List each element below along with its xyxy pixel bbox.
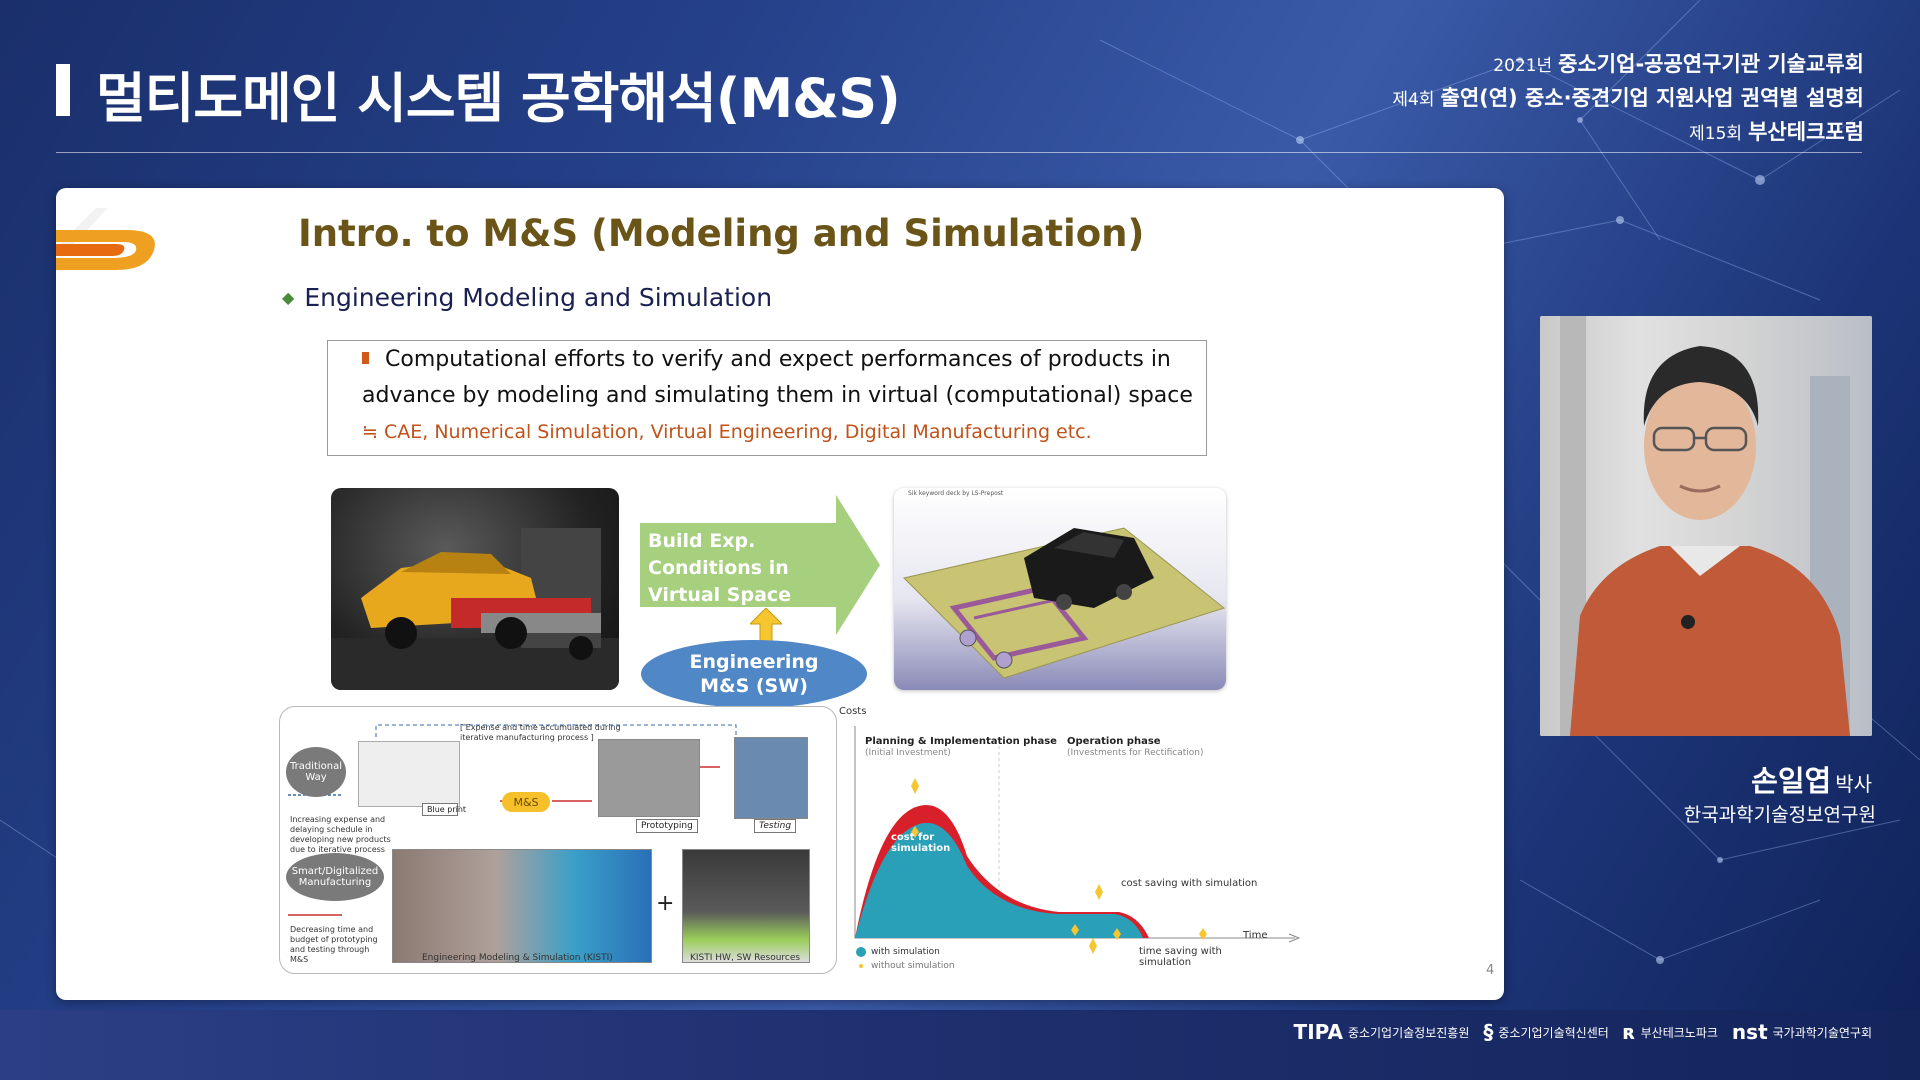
engineering-ms-ellipse: Engineering M&S (SW) — [641, 640, 867, 708]
bullet-square-icon — [362, 352, 369, 364]
slide-title: Intro. to M&S (Modeling and Simulation) — [298, 212, 1145, 255]
speaker-name: 손일엽 — [1751, 764, 1832, 798]
footer-band — [0, 1010, 1920, 1080]
sponsor-logos: TIPA 중소기업기술정보진흥원 § 중소기업기술혁신센터 ʀ 부산테크노파크 … — [1294, 1020, 1872, 1044]
smart-manufacturing-label: Smart/Digitalized Manufacturing — [286, 853, 384, 901]
taxi-car-image — [331, 528, 619, 690]
blueprint-label: Blue print — [422, 803, 466, 816]
cost-curve — [854, 726, 1301, 968]
definition-box: Computational efforts to verify and expe… — [327, 340, 1207, 456]
phase2-title: Operation phase — [1067, 736, 1161, 747]
title-accent-bar — [56, 64, 70, 116]
right-arrow-icon — [640, 495, 880, 635]
sponsor-nst: nst 국가과학기술연구회 — [1731, 1020, 1872, 1044]
testing-label: Testing — [754, 819, 797, 833]
logo-swoosh-icon — [56, 208, 155, 270]
presentation-slide: Intro. to M&S (Modeling and Simulation) … — [56, 188, 1504, 1000]
definition-line-2: advance by modeling and simulating them … — [362, 383, 1193, 408]
engineering-ms-caption: Engineering Modeling & Simulation (KISTI… — [422, 953, 613, 963]
innovation-center-logo-icon: § — [1483, 1020, 1494, 1044]
testing-rig-image — [734, 737, 808, 819]
speaker-title: 박사 — [1835, 772, 1872, 796]
speaker-organization: 한국과학기술정보연구원 — [1683, 804, 1876, 826]
cost-chart: Costs Planning & Implementation phase (I… — [839, 706, 1309, 976]
busan-technopark-logo-icon: ʀ — [1622, 1020, 1636, 1044]
slide-subheading: ◆Engineering Modeling and Simulation — [282, 283, 773, 312]
speaker-avatar — [1560, 316, 1850, 736]
definition-line-3: ≒ CAE, Numerical Simulation, Virtual Eng… — [362, 421, 1092, 443]
plus-sign: + — [656, 891, 675, 916]
kisti-resources-image — [682, 849, 810, 963]
cost-saving-label: cost saving with simulation — [1121, 878, 1258, 889]
engineering-ms-image — [392, 849, 652, 963]
sponsor-busan-technopark: ʀ 부산테크노파크 — [1622, 1020, 1718, 1044]
phase1-title: Planning & Implementation phase — [865, 736, 1057, 747]
phase1-sub: (Initial Investment) — [865, 748, 951, 758]
prototype-engine-image — [598, 739, 700, 817]
cost-for-simulation-label: cost for simulation — [891, 832, 951, 854]
smart-note: Decreasing time and budget of prototypin… — [290, 925, 378, 964]
nst-logo-icon: nst — [1731, 1020, 1768, 1044]
slide-page-number: 4 — [1486, 963, 1495, 978]
car-model-image — [903, 527, 1226, 679]
kisti-caption: KISTI HW, SW Resources — [690, 953, 801, 963]
legend-without-simulation: without simulation — [871, 961, 955, 971]
phase2-sub: (Investments for Rectification) — [1067, 748, 1204, 758]
traditional-note: Increasing expense and delaying schedule… — [290, 815, 391, 854]
expense-note: [ Expense and time accumulated during it… — [460, 723, 621, 742]
crash-test-photo — [331, 488, 619, 690]
sponsor-innovation-center: § 중소기업기술혁신센터 — [1483, 1020, 1609, 1044]
ms-pill: M&S — [502, 792, 550, 812]
simulation-view: Sik keyword deck by LS-Prepost — [894, 488, 1226, 690]
up-arrow-icon — [750, 608, 782, 642]
bullet-diamond-icon: ◆ — [282, 288, 295, 307]
process-diagram: [ Expense and time accumulated during it… — [279, 706, 837, 974]
traditional-way-label: Traditional Way — [286, 747, 346, 797]
simulation-caption: Sik keyword deck by LS-Prepost — [908, 490, 1004, 497]
sponsor-tipa: TIPA 중소기업기술정보진흥원 — [1293, 1020, 1470, 1044]
tipa-logo-icon: TIPA — [1293, 1020, 1343, 1044]
legend-with-simulation: with simulation — [871, 947, 940, 957]
arrow-caption: Build Exp. Conditions in Virtual Space — [648, 530, 792, 606]
cost-y-label: Costs — [839, 706, 867, 717]
header-divider — [56, 152, 1862, 153]
definition-line-1: Computational efforts to verify and expe… — [362, 347, 1171, 372]
speaker-video — [1540, 316, 1872, 736]
engine-blueprint-sketch — [358, 741, 460, 807]
page-title: 멀티도메인 시스템 공학해석(M&S) — [96, 67, 901, 130]
prototyping-label: Prototyping — [636, 819, 698, 833]
time-saving-label: time saving with simulation — [1139, 946, 1222, 968]
cost-x-label: Time — [1243, 930, 1268, 941]
